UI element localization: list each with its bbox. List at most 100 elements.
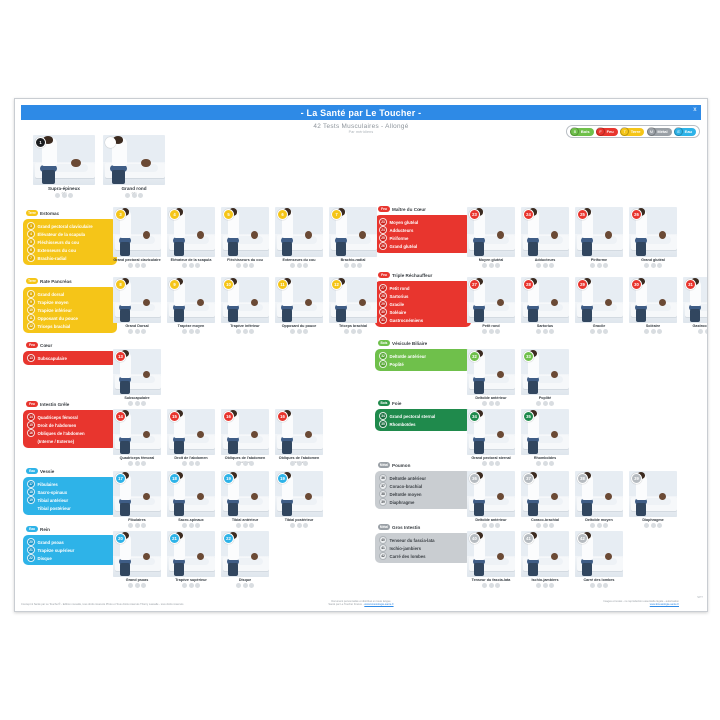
photo-step-dots[interactable]: [467, 401, 515, 406]
muscle-list-item[interactable]: (Interne / Externe): [27, 437, 113, 445]
photo-step-dots[interactable]: [275, 461, 323, 466]
photo-step-dots[interactable]: [575, 263, 623, 268]
photo-step-dots[interactable]: [683, 329, 707, 334]
photo-step-dots[interactable]: [467, 461, 515, 466]
photo-step-dots[interactable]: [221, 523, 269, 528]
photo-step-dots[interactable]: [221, 329, 269, 334]
photo-step-dots[interactable]: [521, 263, 569, 268]
muscle-list-item[interactable]: Tibial postérieur: [27, 504, 113, 512]
photo-step-dots[interactable]: [167, 583, 215, 588]
photo-step-dots[interactable]: [521, 523, 569, 528]
photo-step-dots[interactable]: [467, 583, 515, 588]
footer-center-link[interactable]: www.kinesiologie-sante.fr: [364, 603, 394, 607]
photo-step-dots[interactable]: [575, 329, 623, 334]
photo-step-dots[interactable]: [329, 263, 377, 268]
photo-step-dots[interactable]: [221, 263, 269, 268]
photo-step-dots[interactable]: [167, 263, 215, 268]
photo-step-dots[interactable]: [33, 193, 95, 198]
photo-step-dots[interactable]: [103, 193, 165, 198]
photo-step-dots[interactable]: [113, 461, 161, 466]
photo-step-dots[interactable]: [167, 523, 215, 528]
photo-step-dots[interactable]: [221, 461, 269, 466]
photo-step-dots[interactable]: [113, 583, 161, 588]
photo-step-dots[interactable]: [575, 583, 623, 588]
photo-step-dots[interactable]: [275, 329, 323, 334]
photo-step-dots[interactable]: [167, 329, 215, 334]
photo-step-dots[interactable]: [521, 401, 569, 406]
footer-right-link[interactable]: www.kinesiologie-sante.fr: [649, 603, 679, 607]
photo-step-dots[interactable]: [113, 401, 161, 406]
photo-step-dots[interactable]: [275, 263, 323, 268]
photo-step-dots[interactable]: [575, 523, 623, 528]
photo-step-dots[interactable]: [167, 461, 215, 466]
photo-step-dots[interactable]: [275, 523, 323, 528]
photo-step-dots[interactable]: [521, 329, 569, 334]
photo-step-dots[interactable]: [113, 329, 161, 334]
